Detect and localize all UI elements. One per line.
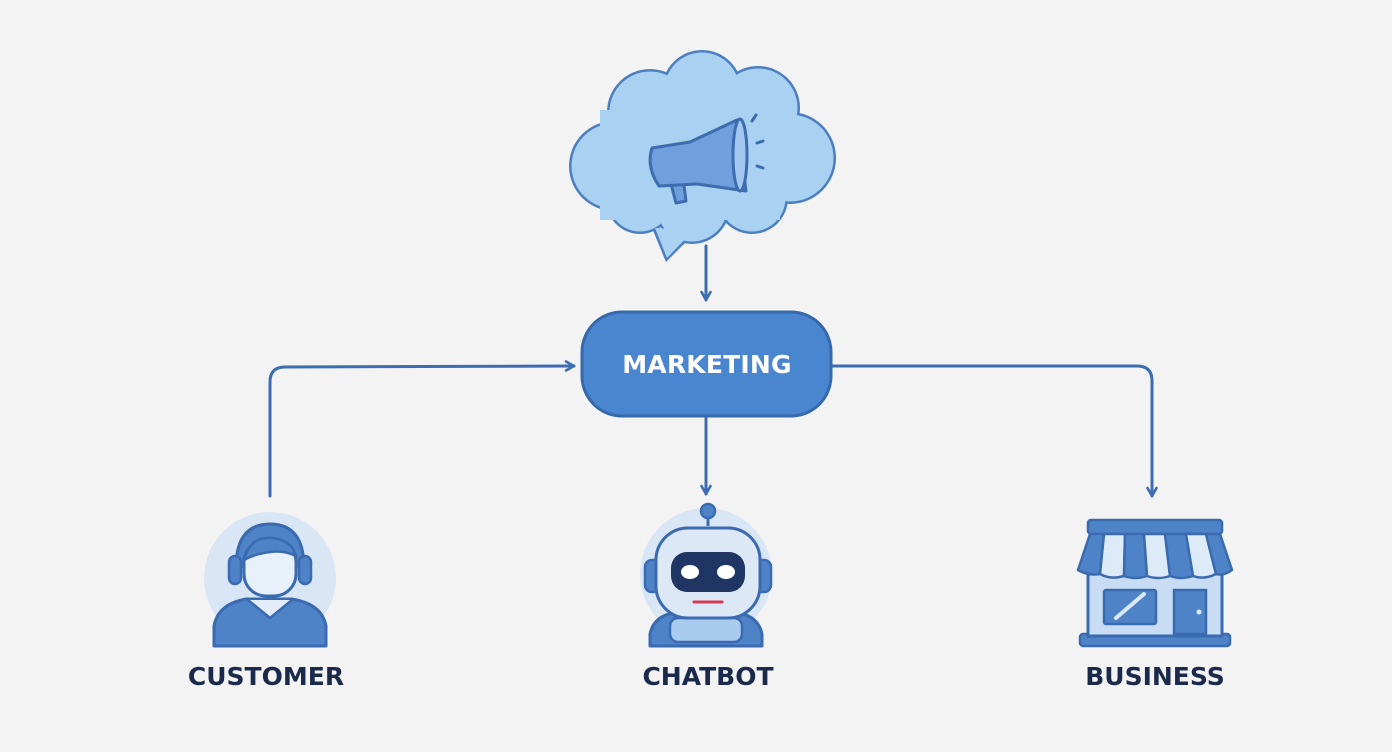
connector-marketing-to-business <box>830 364 1158 498</box>
connector-customer-to-marketing <box>268 360 576 498</box>
marketing-cloud <box>569 50 836 262</box>
customer-support-person-icon <box>204 512 336 648</box>
customer-label: CUSTOMER <box>188 662 344 691</box>
business-label: BUSINESS <box>1085 662 1225 691</box>
marketing-hub: MARKETING <box>580 310 833 418</box>
business-node: BUSINESS <box>1076 518 1234 691</box>
marketing-label: MARKETING <box>622 350 792 379</box>
customer-node: CUSTOMER <box>188 512 344 691</box>
storefront-icon <box>1076 518 1234 648</box>
connectors <box>268 244 1158 498</box>
chatbot-node: CHATBOT <box>640 502 774 691</box>
robot-icon <box>640 502 773 648</box>
chatbot-label: CHATBOT <box>642 662 773 691</box>
megaphone-icon <box>648 113 765 205</box>
